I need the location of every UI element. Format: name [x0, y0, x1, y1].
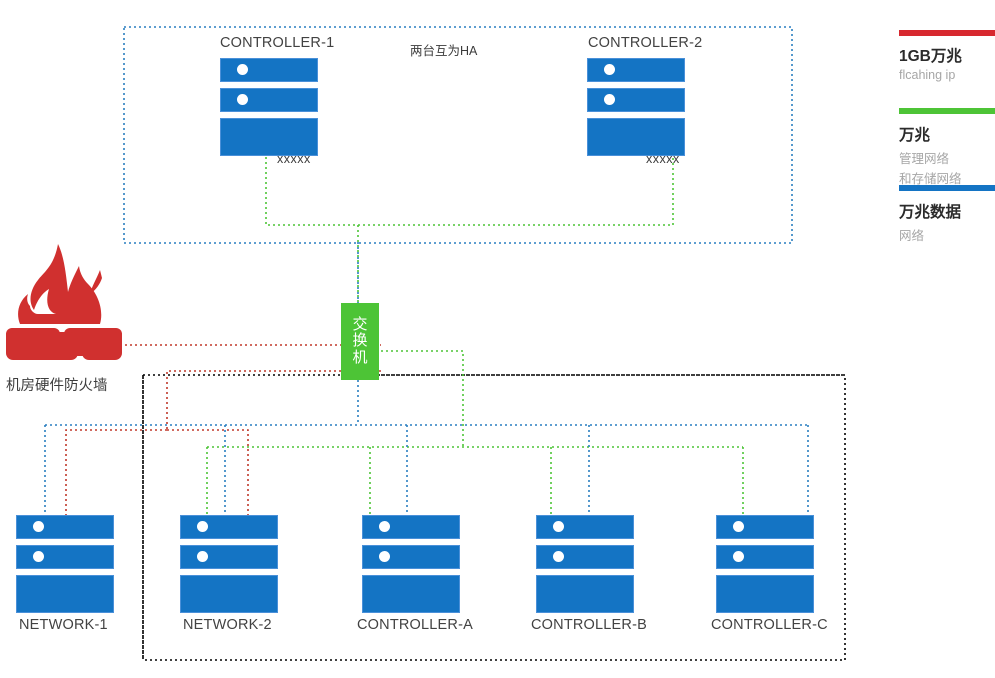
server-bay-top: [220, 58, 318, 82]
server-bay-bottom: [362, 575, 460, 613]
server-bay-bottom: [716, 575, 814, 613]
server-led-icon: [197, 521, 208, 532]
server-bay-middle: [716, 545, 814, 569]
legend-swatch-blue: [899, 185, 995, 191]
server-led-icon: [33, 551, 44, 562]
firewall-brick-row-icon: [4, 330, 124, 365]
server-icon: [536, 515, 634, 613]
node-label-network-1: NETWORK-1: [19, 617, 108, 633]
bottom-group-border: [142, 374, 846, 661]
server-bay-top: [587, 58, 685, 82]
top-group-border: [123, 26, 793, 244]
black-link-switch-to-group: [142, 374, 845, 660]
legend-swatch-green: [899, 108, 995, 114]
node-label-controller-a: CONTROLLER-A: [357, 617, 473, 633]
server-bay-middle: [587, 88, 685, 112]
node-label-controller-1: CONTROLLER-1: [220, 35, 335, 51]
server-bay-top: [362, 515, 460, 539]
server-bay-top: [180, 515, 278, 539]
server-led-icon: [33, 521, 44, 532]
legend-sub-1gb: flcahing ip: [899, 68, 956, 82]
server-bay-bottom: [587, 118, 685, 156]
server-icon: [180, 515, 278, 613]
switch-label: 交换机: [352, 316, 368, 366]
server-led-icon: [604, 94, 615, 105]
server-bay-middle: [362, 545, 460, 569]
server-bay-middle: [220, 88, 318, 112]
server-led-icon: [553, 551, 564, 562]
node-sublabel-controller-2: xxxxx: [646, 152, 680, 166]
server-led-icon: [733, 551, 744, 562]
node-label-controller-2: CONTROLLER-2: [588, 35, 703, 51]
server-led-icon: [553, 521, 564, 532]
server-icon: [587, 58, 685, 156]
server-bay-bottom: [536, 575, 634, 613]
server-bay-bottom: [16, 575, 114, 613]
server-led-icon: [733, 521, 744, 532]
server-bay-middle: [16, 545, 114, 569]
server-icon: [362, 515, 460, 613]
server-icon: [16, 515, 114, 613]
server-bay-middle: [536, 545, 634, 569]
server-bay-bottom: [220, 118, 318, 156]
legend-title-1gb: 1GB万兆: [899, 48, 962, 65]
server-led-icon: [197, 551, 208, 562]
server-led-icon: [237, 94, 248, 105]
legend-sub1-10g: 管理网络: [899, 152, 950, 166]
green-link-controllers-to-switch: [265, 147, 674, 303]
server-icon: [716, 515, 814, 613]
switch-node[interactable]: 交换机: [341, 303, 379, 380]
green-link-switch-right: [206, 350, 744, 520]
server-led-icon: [379, 551, 390, 562]
firewall-label: 机房硬件防火墙: [6, 378, 108, 394]
blue-link-switch-to-nodes: [44, 380, 809, 520]
server-led-icon: [237, 64, 248, 75]
ha-note: 两台互为HA: [410, 44, 478, 58]
node-label-controller-b: CONTROLLER-B: [531, 617, 647, 633]
server-icon: [220, 58, 318, 156]
server-led-icon: [604, 64, 615, 75]
legend-swatch-red: [899, 30, 995, 36]
node-label-controller-c: CONTROLLER-C: [711, 617, 828, 633]
server-led-icon: [379, 521, 390, 532]
red-link-firewall-to-switch: [65, 344, 381, 520]
server-bay-top: [536, 515, 634, 539]
server-bay-top: [16, 515, 114, 539]
server-bay-middle: [180, 545, 278, 569]
server-bay-bottom: [180, 575, 278, 613]
server-bay-top: [716, 515, 814, 539]
legend-title-10g: 万兆: [899, 127, 931, 144]
node-sublabel-controller-1: xxxxx: [277, 152, 311, 166]
legend-sub2-10g: 和存储网络: [899, 172, 962, 186]
legend-sub-10g-data: 网络: [899, 229, 925, 243]
node-label-network-2: NETWORK-2: [183, 617, 272, 633]
legend-title-10g-data: 万兆数据: [899, 204, 962, 221]
